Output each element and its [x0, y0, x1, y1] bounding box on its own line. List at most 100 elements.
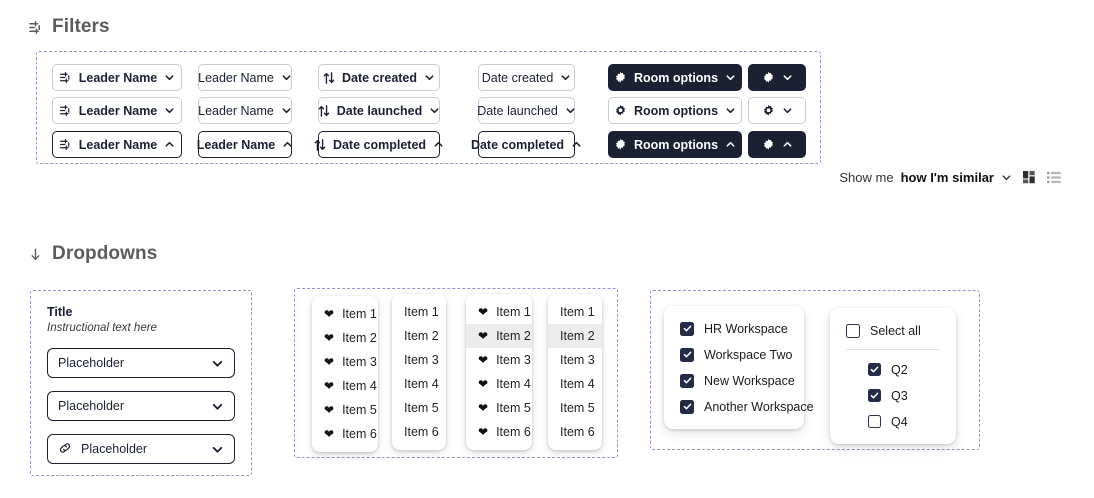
- list-item[interactable]: Item 2: [548, 324, 602, 348]
- sliders-icon: [59, 138, 72, 151]
- list-with-hearts: ❤Item 1❤Item 2❤Item 3❤Item 4❤Item 5❤Item…: [312, 296, 378, 452]
- list-item[interactable]: Item 1: [392, 300, 446, 324]
- list-item-label: Item 2: [342, 331, 377, 345]
- list-item[interactable]: Item 3: [392, 348, 446, 372]
- filter-button-leader-name-r1c2[interactable]: Leader Name: [198, 64, 292, 91]
- list-item[interactable]: ❤Item 4: [466, 372, 532, 396]
- filter-button-leader-name-r1c1[interactable]: Leader Name: [52, 64, 182, 91]
- checkbox-row-q2[interactable]: Q2: [846, 359, 940, 380]
- list-item[interactable]: Item 1: [548, 300, 602, 324]
- list-item[interactable]: Item 4: [392, 372, 446, 396]
- list-item-label: Item 5: [560, 401, 595, 415]
- list-item-label: Item 6: [404, 425, 439, 439]
- list-item[interactable]: ❤ Item 2: [312, 326, 378, 350]
- checkbox-row-new-workspace[interactable]: New Workspace: [680, 370, 795, 391]
- select-placeholder-1[interactable]: Placeholder: [47, 348, 235, 378]
- filter-button-date-launched-r2c4[interactable]: Date launched: [477, 97, 575, 124]
- select-placeholder-2[interactable]: Placeholder: [47, 391, 235, 421]
- filter-button-room-options-r3c5[interactable]: Room options: [608, 131, 742, 158]
- filters-section-header: Filters: [28, 16, 110, 38]
- list-item[interactable]: ❤Item 3: [312, 350, 378, 374]
- checkbox-icon[interactable]: [680, 347, 694, 362]
- checkbox-row-workspace-two[interactable]: Workspace Two: [680, 344, 792, 365]
- list-item[interactable]: ❤Item 5: [466, 396, 532, 420]
- checkbox-icon[interactable]: [846, 323, 860, 338]
- card-subtitle: Instructional text here: [47, 322, 157, 334]
- heart-icon: ❤: [324, 307, 335, 321]
- list-item[interactable]: ❤Item 3: [466, 348, 532, 372]
- list-item-label: Item 6: [560, 425, 595, 439]
- chevron-down-icon[interactable]: [1001, 172, 1012, 183]
- filter-button-icon-only-r3c6[interactable]: [748, 131, 806, 158]
- filter-button-label: Date launched: [477, 103, 558, 118]
- filter-button-icon-only-r1c6[interactable]: [748, 64, 806, 91]
- sort-icon: [318, 104, 330, 118]
- checkbox-label: Q2: [891, 362, 908, 377]
- list-item[interactable]: ❤Item 2: [466, 324, 532, 348]
- chevron-down-icon: [164, 72, 175, 83]
- checkbox-group-container: [650, 290, 980, 450]
- list-item[interactable]: ❤Item 1: [466, 300, 532, 324]
- filter-button-room-options-r1c5[interactable]: Room options: [608, 64, 742, 91]
- checkbox-row-q4[interactable]: Q4: [846, 411, 940, 432]
- checkbox-icon[interactable]: [868, 363, 881, 376]
- filter-button-room-options-r2c5[interactable]: Room options: [608, 97, 742, 124]
- chevron-up-icon: [433, 139, 444, 150]
- select-value: Placeholder: [81, 442, 148, 456]
- checkbox-row-another-workspace[interactable]: Another Workspace: [680, 396, 814, 417]
- list-item[interactable]: Item 2: [392, 324, 446, 348]
- list-item[interactable]: ❤Item 1: [312, 302, 378, 326]
- checkbox-icon[interactable]: [868, 415, 881, 428]
- filter-button-leader-name-r2c1[interactable]: Leader Name: [52, 97, 182, 124]
- filter-button-date-created-r1c3[interactable]: Date created: [318, 64, 440, 91]
- show-me-value[interactable]: how I'm similar: [900, 170, 994, 185]
- list-item[interactable]: Item 3: [548, 348, 602, 372]
- checkbox-label: New Workspace: [704, 373, 795, 388]
- list-item[interactable]: Item 4: [548, 372, 602, 396]
- list-item[interactable]: Item 6: [392, 420, 446, 444]
- filter-button-date-completed-r3c3[interactable]: Date completed: [314, 131, 443, 158]
- list-item-label: Item 2: [496, 329, 531, 343]
- list-item[interactable]: Item 5: [548, 396, 602, 420]
- filter-button-label: Leader Name: [198, 103, 274, 118]
- filter-button-leader-name-r3c1[interactable]: Leader Name: [52, 131, 182, 158]
- list-view-icon[interactable]: [1047, 171, 1061, 184]
- list-item-label: Item 4: [342, 379, 377, 393]
- filter-button-date-completed-r3c4[interactable]: Date completed: [471, 131, 581, 158]
- checkbox-row-select-all[interactable]: Select all: [846, 320, 940, 341]
- checkbox-row-q3[interactable]: Q3: [846, 385, 940, 406]
- checkbox-icon[interactable]: [680, 399, 694, 414]
- checkbox-icon[interactable]: [868, 389, 881, 402]
- filter-button-leader-name-r2c2[interactable]: Leader Name: [198, 97, 292, 124]
- checkbox-row-hr-workspace[interactable]: HR Workspace: [680, 318, 788, 339]
- list-item[interactable]: ❤Item 4: [312, 374, 378, 398]
- gear-icon: [762, 104, 775, 117]
- select-placeholder-3[interactable]: Placeholder: [47, 434, 235, 464]
- checkbox-icon[interactable]: [680, 321, 694, 336]
- list-item[interactable]: Item 5: [392, 396, 446, 420]
- heart-icon: ❤: [324, 331, 335, 345]
- grid-view-icon[interactable]: [1023, 171, 1036, 184]
- filter-button-icon-only-r2c6[interactable]: [748, 97, 806, 124]
- checkbox-icon[interactable]: [680, 373, 694, 388]
- list-item-label: Item 5: [496, 401, 531, 415]
- list-item[interactable]: ❤Item 6: [312, 422, 378, 446]
- filter-button-label: Date created: [481, 70, 554, 85]
- filter-button-label: Leader Name: [78, 70, 158, 85]
- filters-group-container: [36, 51, 821, 164]
- sliders-icon: [59, 71, 72, 84]
- heart-icon: ❤: [478, 425, 489, 439]
- chevron-down-icon: [211, 400, 224, 413]
- list-item[interactable]: ❤Item 5: [312, 398, 378, 422]
- heart-icon: ❤: [478, 353, 489, 367]
- filter-button-leader-name-r3c2[interactable]: Leader Name: [197, 131, 292, 158]
- filter-button-date-created-r1c4[interactable]: Date created: [478, 64, 575, 91]
- list-item[interactable]: ❤Item 6: [466, 420, 532, 444]
- chevron-down-icon: [424, 72, 435, 83]
- filter-button-date-launched-r2c3[interactable]: Date launched: [318, 97, 440, 124]
- list-item[interactable]: Item 6: [548, 420, 602, 444]
